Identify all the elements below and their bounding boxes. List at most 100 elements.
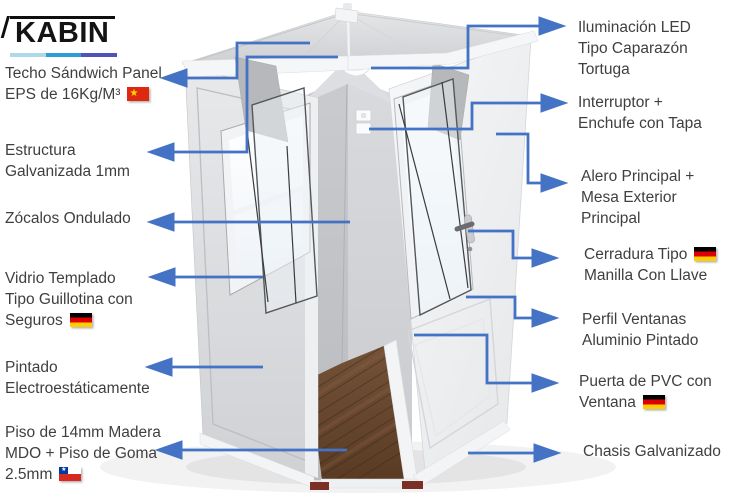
flag-star: ★ [129, 88, 139, 99]
label-text: 2.5mm [5, 466, 53, 483]
label-line: Manilla Con Llave [584, 265, 716, 286]
label-text: Vidrio Templado [5, 270, 116, 287]
label-text: Tortuga [578, 61, 630, 78]
logo-top-rule [10, 16, 115, 19]
arrow-techo [159, 41, 310, 88]
chassis-foot [310, 482, 329, 490]
arrow-iluminacion [371, 16, 567, 70]
label-text: Alero Principal + [581, 168, 695, 185]
label-chasis: Chasis Galvanizado [583, 441, 721, 462]
arrow-cerradura [468, 229, 560, 268]
label-line: Zócalos Ondulado [5, 208, 131, 229]
window-prop-rods [246, 129, 297, 304]
label-line: Vidrio Templado [5, 268, 133, 289]
label-interruptor: Interruptor + Enchufe con Tapa [578, 92, 702, 134]
switch-outlet-plates [355, 109, 372, 135]
label-text: Ventana [579, 394, 636, 411]
right-eave-fascia [347, 30, 539, 71]
label-line: Enchufe con Tapa [578, 113, 702, 134]
label-line: Piso de 14mm Madera [5, 422, 161, 443]
label-text: Perfil Ventanas [582, 311, 687, 328]
logo-underline [10, 53, 118, 57]
label-zocalos: Zócalos Ondulado [5, 208, 131, 229]
arrow-interruptor [369, 93, 569, 131]
label-line: Estructura [5, 140, 130, 161]
door [347, 30, 539, 488]
label-text: Zócalos Ondulado [5, 210, 131, 227]
door-window-glass-pane [402, 78, 472, 317]
label-text: Aluminio Pintado [582, 332, 699, 349]
germany-flag-icon [69, 313, 92, 327]
label-line: 2.5mm ★ [5, 464, 161, 485]
arrow-alero [496, 132, 569, 193]
roof-vent-cap [334, 7, 359, 24]
label-text: Principal [581, 210, 641, 227]
door-window [393, 62, 474, 320]
label-line: Puerta de PVC con [579, 371, 712, 392]
chile-flag-icon: ★ [59, 467, 82, 481]
label-text: Chasis Galvanizado [583, 443, 721, 460]
flag-star: ★ [59, 467, 69, 474]
label-text: Galvanizada 1mm [5, 163, 130, 180]
booth-base [310, 478, 423, 490]
label-line: EPS de 16Kg/M³★ [5, 84, 162, 105]
callout-arrows [144, 16, 569, 463]
label-line: Interruptor + [578, 92, 702, 113]
label-line: Pintado [5, 357, 150, 378]
label-line: Perfil Ventanas [582, 309, 698, 330]
label-line: Alero Principal + [581, 166, 694, 187]
label-text: Enchufe con Tapa [578, 115, 702, 132]
label-text: Interruptor + [578, 94, 663, 111]
door-window-sash-panel [427, 62, 470, 141]
label-text: Manilla Con Llave [584, 267, 708, 284]
label-line: Galvanizada 1mm [5, 161, 130, 182]
door-handle [454, 214, 475, 252]
label-text: Pintado [5, 359, 58, 376]
label-text: Tipo Guillotina con [5, 291, 133, 308]
door-window-prop-rods [398, 81, 469, 300]
arrow-puerta [414, 333, 560, 393]
label-line: Principal [581, 208, 694, 229]
label-text: Seguros [5, 312, 63, 329]
roof-vent-nub [343, 3, 352, 10]
logo-text: KABIN [15, 17, 110, 49]
label-line: Cerradura Tipo [584, 244, 717, 265]
label-line: Seguros [5, 310, 133, 331]
label-text: Techo Sándwich Panel [5, 65, 162, 82]
label-text: Mesa Exterior [581, 189, 677, 206]
chassis-foot [402, 481, 423, 489]
label-text: Electroestáticamente [5, 380, 150, 397]
label-text: Puerta de PVC con [579, 373, 712, 390]
label-line: Techo Sándwich Panel [5, 63, 162, 84]
label-text: Piso de 14mm Madera [5, 424, 161, 441]
germany-flag-icon [694, 247, 717, 261]
label-line: MDO + Piso de Goma [5, 443, 161, 464]
label-line: Aluminio Pintado [582, 330, 698, 351]
arrow-perfil [466, 295, 560, 328]
label-line: Chasis Galvanizado [583, 441, 721, 462]
label-line: Electroestáticamente [5, 378, 150, 399]
label-text: Iluminación LED [578, 19, 691, 36]
logo: KABIN [0, 8, 124, 60]
label-text: Estructura [5, 142, 76, 159]
label-line: Iluminación LED [578, 17, 691, 38]
label-text: Cerradura Tipo [584, 246, 688, 263]
arrow-estructura [146, 55, 338, 162]
china-flag-icon: ★ [127, 87, 150, 101]
germany-flag-icon [642, 395, 665, 409]
label-line: Mesa Exterior [581, 187, 694, 208]
label-line: Tipo Guillotina con [5, 289, 133, 310]
label-text: Tipo Caparazón [578, 40, 688, 57]
label-line: Ventana [579, 392, 712, 413]
